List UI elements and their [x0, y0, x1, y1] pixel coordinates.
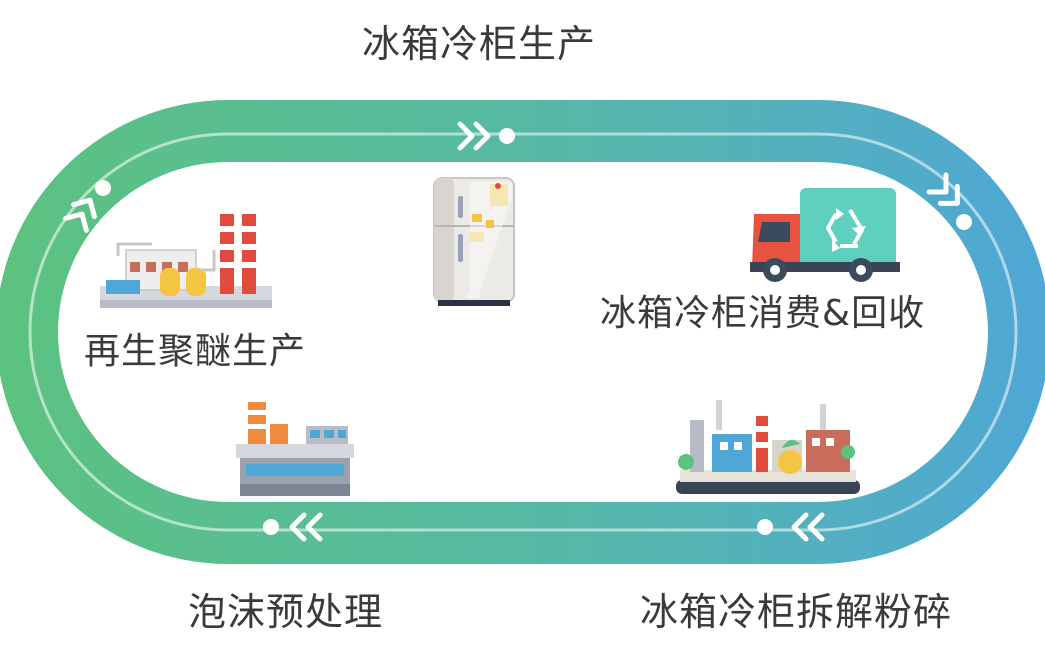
dismantling-plant-icon	[676, 400, 860, 494]
lane-dot	[499, 128, 515, 144]
lane-dot	[757, 519, 773, 535]
pretreatment-factory-icon	[236, 402, 354, 496]
chevron-left-icon	[791, 512, 825, 542]
stage-label-production: 冰箱冷柜生产	[362, 22, 597, 66]
lane-dot	[956, 214, 972, 230]
stage-label-polyether-production: 再生聚醚生产	[84, 331, 307, 372]
chevron-up-icon	[63, 197, 97, 233]
lane-dot	[263, 519, 279, 535]
stage-label-foam-pretreatment: 泡沫预处理	[188, 590, 384, 634]
stage-label-dismantling: 冰箱冷柜拆解粉碎	[640, 590, 953, 634]
refrigerator-icon	[433, 177, 515, 306]
recycle-icon	[826, 208, 866, 252]
recycling-truck-icon	[750, 188, 900, 282]
chevron-left-icon	[289, 512, 323, 542]
chevron-right-icon	[457, 121, 491, 151]
lane-dot	[95, 180, 111, 196]
chemical-plant-icon	[100, 214, 272, 308]
cycle-lane-line	[28, 132, 1018, 532]
stage-label-consumption-recycling: 冰箱冷柜消费&回收	[600, 293, 926, 334]
chevron-down-icon	[926, 172, 960, 206]
